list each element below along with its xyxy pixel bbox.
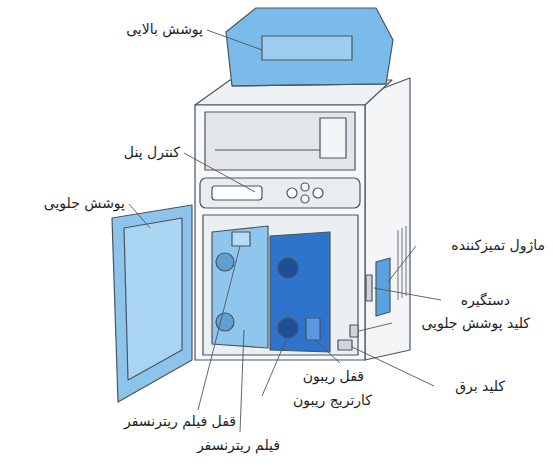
part-label: پوشش جلویی: [42, 194, 127, 212]
front-cover-key: [350, 325, 358, 337]
part-label: کلید برق: [453, 377, 507, 395]
ribbon-cartridge: [270, 232, 330, 352]
retransfer-film: [212, 226, 268, 348]
part-label: ماژول تمیزکننده: [449, 236, 547, 254]
cleaning-module: [376, 258, 390, 316]
inner-cavity: [205, 112, 355, 170]
ribbon-lock: [306, 318, 320, 340]
part-label: کنترل پنل: [122, 143, 182, 161]
handle: [366, 275, 372, 301]
part-label: کلید پوشش جلویی: [419, 314, 532, 332]
part-label: قفل فیلم ریترنسفر: [122, 412, 238, 430]
side-vents: [398, 226, 406, 300]
part-label: دستگیره: [459, 291, 512, 309]
part-label: پوشش بالایی: [124, 20, 205, 38]
part-label: قفل ریبون: [301, 367, 366, 385]
power-switch: [338, 340, 352, 350]
retransfer-film-lock: [232, 232, 250, 246]
front-cover: [112, 205, 192, 402]
top-cover: [226, 8, 393, 86]
part-label: فیلم ریترنسفر: [195, 436, 282, 454]
control-panel: [200, 178, 360, 208]
leader-lines: [129, 30, 441, 432]
part-label: کارتریج ریبون: [291, 391, 374, 409]
printer-side: [365, 78, 410, 360]
